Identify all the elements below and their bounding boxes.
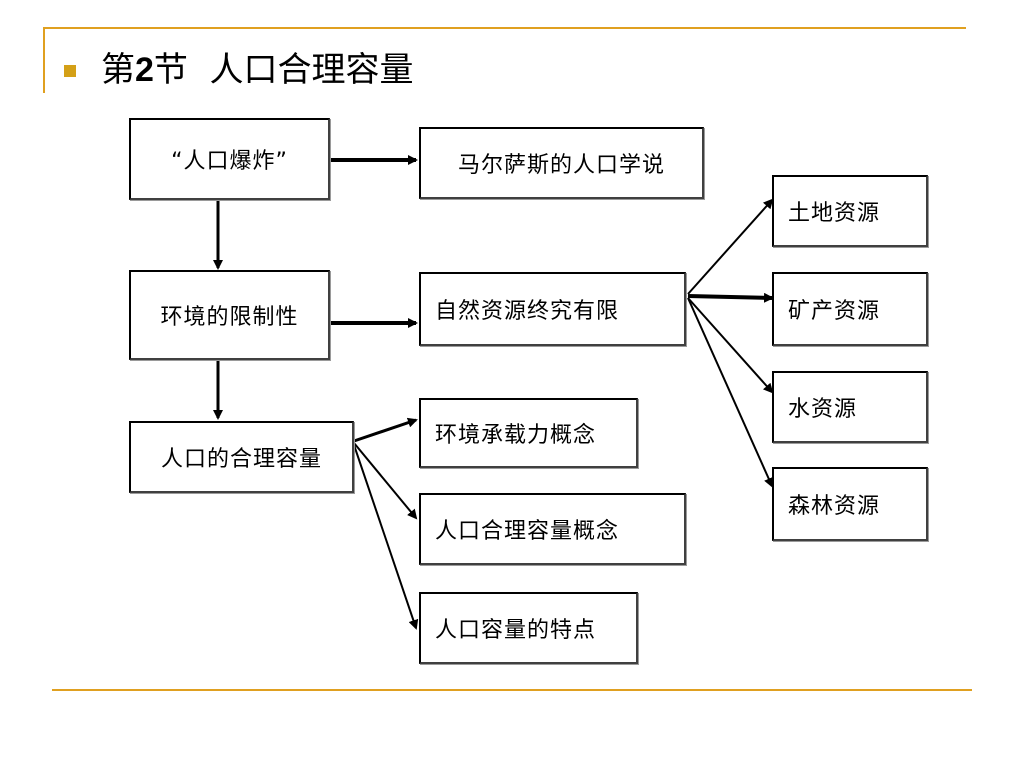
node-water-resources: 水资源 [772, 371, 928, 443]
node-population-explosion: “人口爆炸” [129, 118, 330, 200]
title-prefix: 第 [101, 50, 135, 90]
node-forest-resources-label: 森林资源 [788, 494, 881, 519]
node-malthus-theory: 马尔萨斯的人口学说 [419, 127, 704, 199]
node-carrying-capacity-concept-label: 环境承载力概念 [435, 423, 597, 448]
title-number: 2 [135, 51, 154, 89]
arrow-capacity-to-features [353, 444, 419, 630]
node-natural-resources-limited-label: 自然资源终究有限 [435, 299, 620, 324]
node-population-explosion-label: “人口爆炸” [171, 149, 288, 174]
arrow-natural-to-land [687, 198, 774, 295]
node-natural-resources-limited: 自然资源终究有限 [419, 272, 686, 346]
node-reasonable-capacity: 人口的合理容量 [129, 421, 354, 493]
arrow-natural-to-forest [687, 297, 774, 488]
node-land-resources: 土地资源 [772, 175, 928, 247]
arrow-natural-to-water [687, 297, 774, 394]
node-environment-limits: 环境的限制性 [129, 270, 330, 360]
footer-rule [52, 689, 972, 691]
node-environment-limits-label: 环境的限制性 [160, 305, 299, 330]
arrow-capacity-to-carrying [353, 417, 418, 443]
node-water-resources-label: 水资源 [788, 397, 858, 422]
node-reasonable-capacity-concept-label: 人口合理容量概念 [435, 519, 620, 544]
title-suffix: 节 人口合理容量 [153, 50, 414, 90]
arrow-natural-to-mineral [687, 292, 774, 303]
node-mineral-resources: 矿产资源 [772, 272, 928, 346]
title-top-rule [43, 27, 966, 29]
node-land-resources-label: 土地资源 [788, 201, 881, 226]
title-bullet-icon [64, 65, 76, 77]
node-forest-resources: 森林资源 [772, 467, 928, 541]
node-capacity-features-label: 人口容量的特点 [435, 618, 597, 643]
node-malthus-theory-label: 马尔萨斯的人口学说 [457, 153, 665, 178]
node-reasonable-capacity-concept: 人口合理容量概念 [419, 493, 686, 565]
node-carrying-capacity-concept: 环境承载力概念 [419, 398, 638, 468]
node-capacity-features: 人口容量的特点 [419, 592, 638, 664]
title-left-rule [43, 27, 45, 93]
node-mineral-resources-label: 矿产资源 [788, 299, 881, 324]
arrow-capacity-to-concept [353, 442, 418, 520]
node-reasonable-capacity-label: 人口的合理容量 [160, 447, 322, 472]
page-title: 第2节 人口合理容量 [101, 46, 414, 94]
